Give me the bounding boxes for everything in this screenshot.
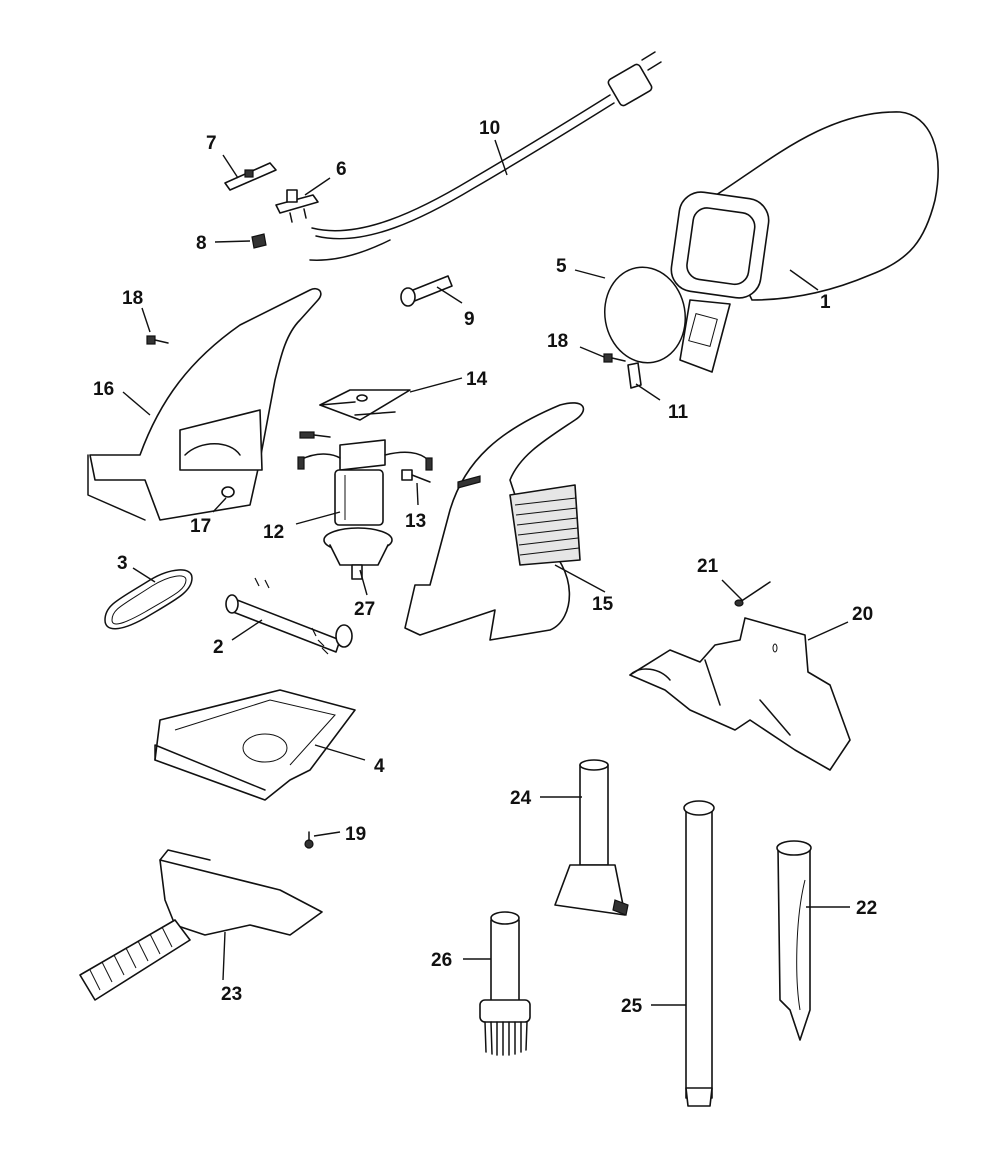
part-motor <box>297 431 433 526</box>
leader-17 <box>212 497 227 513</box>
part-clip <box>627 362 642 389</box>
part-screw-19 <box>304 831 314 849</box>
part-bag-ring <box>603 266 687 364</box>
callout-20: 20 <box>852 604 873 625</box>
leader-1 <box>789 269 819 291</box>
callout-5: 5 <box>556 256 567 277</box>
callout-4: 4 <box>374 756 385 777</box>
callout-24: 24 <box>510 788 532 809</box>
part-housing-left <box>87 287 322 521</box>
callout-19: 19 <box>345 824 366 845</box>
callout-1: 1 <box>820 292 831 313</box>
part-screw-18a <box>146 335 169 345</box>
leader-19 <box>313 831 341 837</box>
callout-13: 13 <box>405 511 426 532</box>
part-power-nozzle <box>79 849 323 1001</box>
callout-11: 11 <box>668 402 689 423</box>
callout-8: 8 <box>196 233 207 254</box>
part-pin <box>400 275 453 307</box>
part-dusting-brush <box>479 911 531 1056</box>
leader-14 <box>409 377 463 393</box>
part-nozzle-base <box>154 689 356 801</box>
callout-7: 7 <box>206 133 217 154</box>
callout-9: 9 <box>464 309 475 330</box>
leader-27 <box>359 569 368 596</box>
callout-27: 27 <box>354 599 375 620</box>
callout-25: 25 <box>621 996 643 1017</box>
callout-18a: 18 <box>122 288 143 309</box>
part-crevice-tool <box>776 840 812 1041</box>
callout-3: 3 <box>117 553 128 574</box>
leader-5 <box>574 269 606 279</box>
callout-2: 2 <box>213 637 224 658</box>
leader-13 <box>416 482 419 506</box>
leader-10 <box>494 139 508 176</box>
leader-21 <box>721 579 743 601</box>
part-switch-button <box>224 162 277 191</box>
leader-20 <box>807 621 849 641</box>
callout-12: 12 <box>263 522 284 543</box>
part-wall-bracket <box>629 617 851 771</box>
part-extension-wand <box>683 800 715 1107</box>
part-housing-right <box>404 402 585 641</box>
leader-7 <box>222 154 239 179</box>
callout-labels: 1 2 3 4 5 6 7 8 9 10 11 12 13 14 15 16 1… <box>93 118 877 1017</box>
part-power-cord <box>309 51 662 261</box>
callout-6: 6 <box>336 159 347 180</box>
leader-4 <box>314 744 366 761</box>
part-brush-roll <box>225 577 353 655</box>
leader-18a <box>141 307 151 333</box>
leader-9 <box>436 286 463 304</box>
callout-16: 16 <box>93 379 114 400</box>
callout-21: 21 <box>697 556 719 577</box>
callout-10: 10 <box>479 118 500 139</box>
callout-18b: 18 <box>547 331 568 352</box>
part-switch <box>275 189 319 223</box>
leader-15 <box>554 564 606 593</box>
callout-26: 26 <box>431 950 452 971</box>
callout-14: 14 <box>466 369 488 390</box>
part-belt <box>104 569 193 630</box>
leader-2 <box>231 619 263 641</box>
part-motor-bracket <box>319 389 411 421</box>
leader-11 <box>635 383 661 401</box>
leader-12 <box>295 511 341 525</box>
leader-16 <box>122 391 151 416</box>
part-nut <box>221 486 235 498</box>
callout-15: 15 <box>592 594 614 615</box>
part-dust-bag <box>670 111 939 373</box>
leader-18b <box>579 346 605 358</box>
callout-23: 23 <box>221 984 242 1005</box>
leader-23 <box>222 931 226 981</box>
leader-3 <box>132 567 156 583</box>
part-screw-13 <box>401 469 431 483</box>
part-screw-18b <box>603 353 626 363</box>
part-upholstery-tool <box>554 759 629 916</box>
callout-22: 22 <box>856 898 877 919</box>
leader-lines <box>122 139 850 1006</box>
leader-6 <box>304 177 331 196</box>
leader-8 <box>214 240 251 243</box>
part-wire-connector <box>251 233 267 249</box>
part-fan <box>323 527 393 580</box>
part-mounting-screw <box>734 581 771 607</box>
callout-17: 17 <box>190 516 211 537</box>
